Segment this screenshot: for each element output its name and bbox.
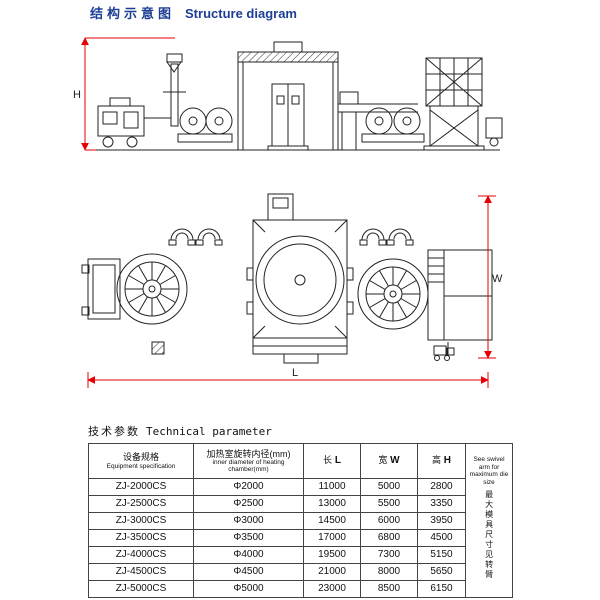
model-cell: ZJ-2500CS [88,495,194,513]
diameter-cell: Φ4500 [193,563,304,581]
height-cell: 6150 [417,580,466,598]
width-cell: 7300 [360,546,418,564]
length-cell: 13000 [303,495,361,513]
hopper-mast [163,53,186,127]
width-cell: 8500 [360,580,418,598]
forklift [433,342,455,361]
height-cell: 3350 [417,495,466,513]
right-roller-station [361,107,425,143]
dim-h-label: H [73,89,81,101]
header-model: 设备规格 Equipment specification [88,443,194,479]
header-diameter-zh: 加热室旋转内径(mm) [206,448,291,459]
model-cell: ZJ-5000CS [88,580,194,598]
dimension-l [87,372,489,388]
swivel-arm-wheel-left [117,254,187,324]
width-cell: 6000 [360,512,418,530]
conveyor [338,91,418,150]
length-cell: 17000 [303,529,361,547]
mold-clamp [168,228,196,246]
page-title-zh: 结构示意图 [90,6,176,21]
header-diameter: 加热室旋转内径(mm) inner diameter of heating ch… [193,443,304,479]
note-column: See swivel arm for maximum die size 最大模具… [465,443,513,598]
diameter-cell: Φ3000 [193,512,304,530]
oven-plan [246,193,354,364]
diameter-cell: Φ2000 [193,478,304,496]
dimension-lines [81,37,496,388]
diameter-cell: Φ4000 [193,546,304,564]
page-title: 结构示意图 Structure diagram [90,3,297,22]
mold-clamp [386,228,414,246]
dim-l-label: L [292,367,298,379]
model-cell: ZJ-4500CS [88,563,194,581]
model-cell: ZJ-2000CS [88,478,194,496]
elevation-view [92,41,503,151]
width-cell: 5000 [360,478,418,496]
width-cell: 5500 [360,495,418,513]
note-zh: 最大模具尺寸见转臂 [484,490,494,581]
left-carriage [81,258,121,320]
dim-w-label: W [492,273,503,285]
mold-clamp [359,228,387,246]
header-height: 高 H [417,443,466,479]
heating-chamber [237,41,339,151]
note-en: See swivel arm for maximum die size [469,456,509,486]
table-header-row: 设备规格 Equipment specification 加热室旋转内径(mm)… [88,443,513,598]
dimension-h [81,37,175,151]
length-cell: 14500 [303,512,361,530]
diameter-cell: Φ3500 [193,529,304,547]
cooling-station-plan [427,249,493,341]
dimension-w [478,195,496,359]
floor-hatch-mark [151,341,165,355]
model-cell: ZJ-4000CS [88,546,194,564]
length-cell: 19500 [303,546,361,564]
height-cell: 3950 [417,512,466,530]
length-cell: 21000 [303,563,361,581]
header-model-zh: 设备规格 [122,452,159,463]
header-width: 宽 W [360,443,418,479]
left-roller-station [177,107,233,143]
model-cell: ZJ-3500CS [88,529,194,547]
height-cell: 2800 [417,478,466,496]
model-cell: ZJ-3000CS [88,512,194,530]
header-length: 长 L [303,443,361,479]
width-cell: 8000 [360,563,418,581]
length-cell: 11000 [303,478,361,496]
plan-view [81,193,493,364]
header-diameter-en: inner diameter of heating chamber(mm) [212,459,285,474]
diameter-cell: Φ2500 [193,495,304,513]
swivel-arm-wheel-right [358,259,428,329]
header-model-en: Equipment specification [106,462,176,470]
mold-clamp [195,228,223,246]
structure-diagram: H W L [70,28,520,403]
height-cell: 4500 [417,529,466,547]
height-cell: 5650 [417,563,466,581]
length-cell: 23000 [303,580,361,598]
section-title: 技术参数 Technical parameter [88,423,272,439]
section-title-zh: 技术参数 [88,425,140,438]
spec-table: 设备规格 Equipment specification 加热室旋转内径(mm)… [88,443,513,598]
structure-diagram-svg: H W L [73,37,503,388]
height-cell: 5150 [417,546,466,564]
cooling-tower [423,57,503,151]
extruder-unit [97,97,171,148]
page-title-en: Structure diagram [185,6,297,21]
diameter-cell: Φ5000 [193,580,304,598]
width-cell: 6800 [360,529,418,547]
section-title-en: Technical parameter [146,425,272,438]
